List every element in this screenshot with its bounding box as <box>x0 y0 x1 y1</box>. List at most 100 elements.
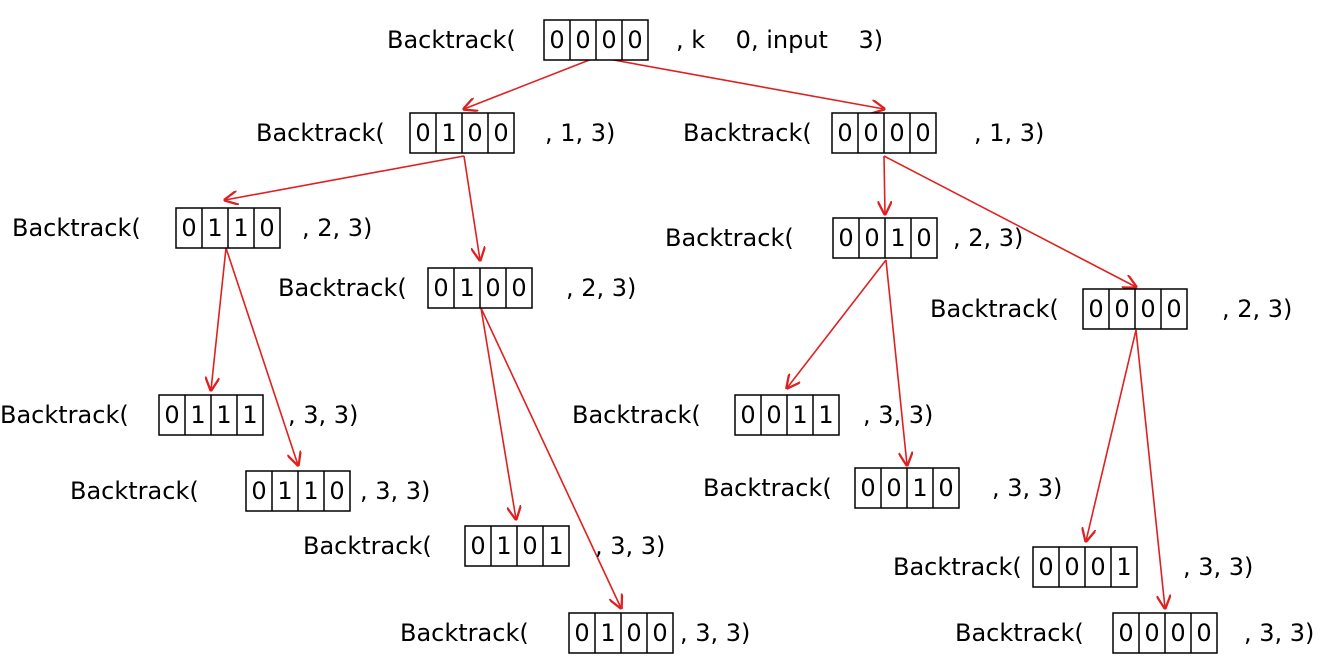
call-label: Backtrack( <box>278 274 407 302</box>
call-args: , 3, 3) <box>863 401 933 429</box>
bit-cell: 0 <box>415 119 430 147</box>
call-label: Backtrack( <box>683 119 812 147</box>
call-label: Backtrack( <box>303 532 432 560</box>
call-label: Backtrack( <box>572 401 701 429</box>
bit-cell: 1 <box>277 477 292 505</box>
bit-cell: 0 <box>259 214 274 242</box>
bit-cell: 0 <box>251 477 266 505</box>
call-args: , 3, 3) <box>680 619 750 647</box>
bit-cell: 0 <box>574 619 589 647</box>
bit-cell: 1 <box>912 474 927 502</box>
call-label: Backtrack( <box>0 401 129 429</box>
bit-cell: 0 <box>938 474 953 502</box>
bit-cell: 0 <box>837 119 852 147</box>
call-label: Backtrack( <box>665 224 794 252</box>
bit-cell: 0 <box>485 274 500 302</box>
bit-cell: 0 <box>766 401 781 429</box>
call-args: , k 0, input 3) <box>676 26 883 54</box>
bit-cell: 1 <box>548 532 563 560</box>
bit-cell: 1 <box>303 477 318 505</box>
bit-cell: 0 <box>1038 553 1053 581</box>
bit-cell: 0 <box>889 119 904 147</box>
bit-cell: 0 <box>601 26 616 54</box>
bit-cell: 0 <box>1114 295 1129 323</box>
bit-cell: 1 <box>890 224 905 252</box>
bit-cell: 0 <box>740 401 755 429</box>
call-args: , 3, 3) <box>360 477 430 505</box>
call-args: , 3, 3) <box>1183 553 1253 581</box>
bit-cell: 0 <box>1140 295 1155 323</box>
bit-cell: 0 <box>1088 295 1103 323</box>
bit-cell: 0 <box>575 26 590 54</box>
bit-cell: 1 <box>242 401 257 429</box>
bit-cell: 1 <box>207 214 222 242</box>
edge-arrow-n0-n1 <box>464 56 598 109</box>
bit-cell: 0 <box>522 532 537 560</box>
bit-cell: 0 <box>1196 619 1211 647</box>
bit-cell: 0 <box>433 274 448 302</box>
edge-arrow-n2-n5 <box>884 155 885 214</box>
bit-cell: 0 <box>915 119 930 147</box>
bit-cell: 1 <box>233 214 248 242</box>
bit-cell: 1 <box>1116 553 1131 581</box>
edge-arrow-n1-n3 <box>225 155 465 200</box>
bit-cell: 0 <box>627 26 642 54</box>
bit-cell: 0 <box>1118 619 1133 647</box>
bit-cell: 0 <box>916 224 931 252</box>
call-args: , 1, 3) <box>974 119 1044 147</box>
bit-cell: 1 <box>496 532 511 560</box>
bit-cell: 0 <box>470 532 485 560</box>
call-label: Backtrack( <box>893 553 1022 581</box>
call-args: , 1, 3) <box>545 119 615 147</box>
bit-cell: 1 <box>818 401 833 429</box>
bit-cell: 0 <box>652 619 667 647</box>
edges-layer <box>211 56 1165 608</box>
bit-cell: 0 <box>838 224 853 252</box>
bit-cell: 1 <box>216 401 231 429</box>
bit-cell: 1 <box>792 401 807 429</box>
edge-arrow-n6-n14 <box>1135 329 1165 608</box>
call-args: , 2, 3) <box>953 224 1023 252</box>
bit-cell: 0 <box>860 474 875 502</box>
edge-arrow-n0-n2 <box>596 56 884 109</box>
edge-arrow-n2-n6 <box>883 155 1136 287</box>
call-label: Backtrack( <box>256 119 385 147</box>
edge-arrow-n5-n12 <box>885 259 907 465</box>
bit-cell: 0 <box>467 119 482 147</box>
bit-cell: 0 <box>1166 295 1181 323</box>
edge-arrow-n6-n13 <box>1086 329 1137 541</box>
call-label: Backtrack( <box>70 477 199 505</box>
bit-cell: 1 <box>441 119 456 147</box>
call-label: Backtrack( <box>955 619 1084 647</box>
call-label: Backtrack( <box>387 26 516 54</box>
edge-arrow-n3-n7 <box>211 247 227 390</box>
bit-cell: 0 <box>164 401 179 429</box>
call-args: , 3, 3) <box>595 532 665 560</box>
call-args: , 2, 3) <box>1222 295 1292 323</box>
bit-cell: 0 <box>511 274 526 302</box>
bit-cell: 0 <box>1064 553 1079 581</box>
bit-cell: 0 <box>329 477 344 505</box>
edge-arrow-n4-n9 <box>480 307 516 519</box>
bit-cell: 0 <box>1170 619 1185 647</box>
bit-cell: 0 <box>1090 553 1105 581</box>
bit-cell: 0 <box>1144 619 1159 647</box>
bit-cell: 0 <box>626 619 641 647</box>
bit-cell: 0 <box>181 214 196 242</box>
bit-cell: 0 <box>886 474 901 502</box>
bit-cell: 1 <box>190 401 205 429</box>
